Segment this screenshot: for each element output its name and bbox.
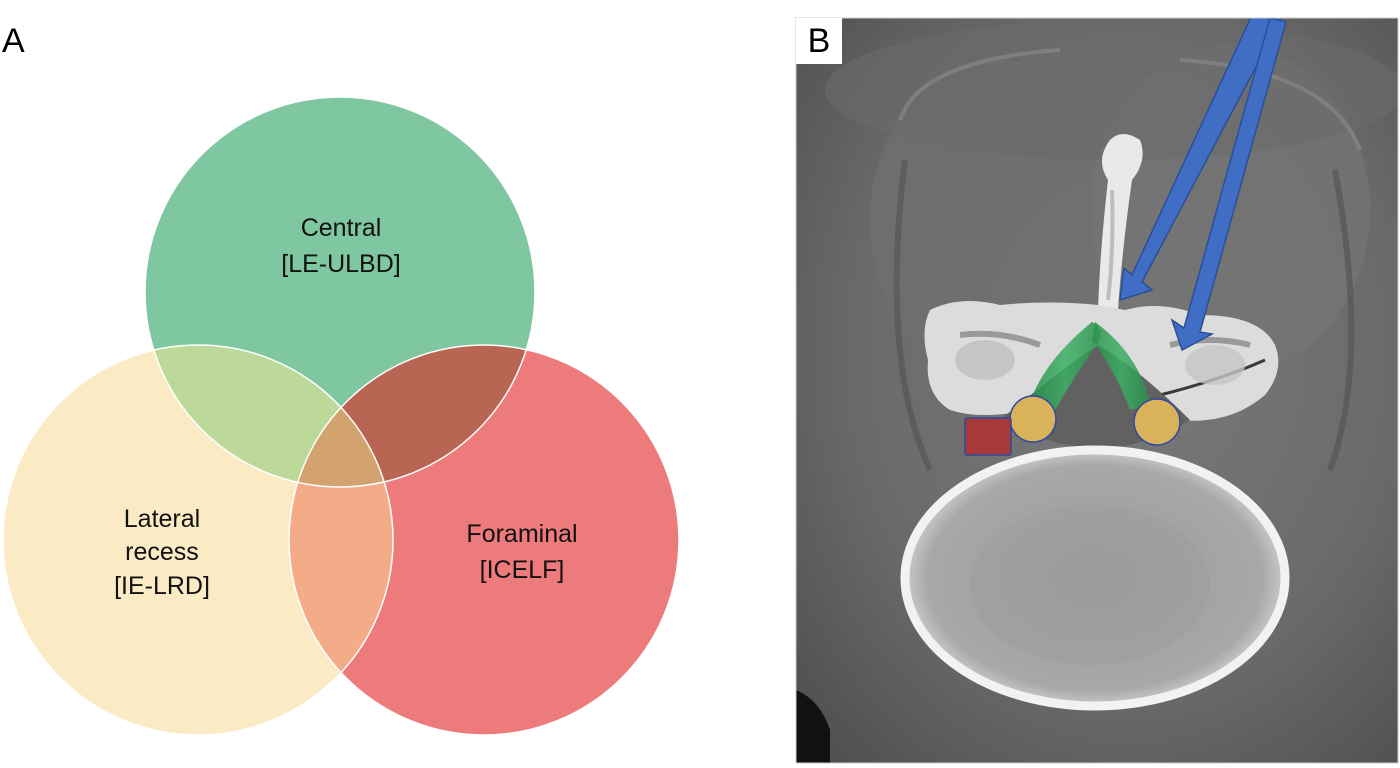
overlap-central-lateral — [145, 345, 393, 487]
panel-a-letter: A — [2, 22, 25, 60]
lateral-code-label: [IE-LRD] — [114, 572, 210, 600]
lateral-label: Lateral — [124, 505, 200, 533]
ligamentum-flavum-left — [1030, 322, 1101, 410]
panel-b-letter-box: B — [796, 18, 842, 64]
central-label: Central — [301, 214, 382, 242]
ligamentum-flavum-right — [1092, 322, 1150, 410]
vertebral-body — [905, 450, 1285, 706]
nerve-root-left — [1009, 395, 1057, 443]
nerve-root-right — [1133, 398, 1181, 446]
overlap-central-foraminal — [289, 345, 535, 487]
ct-axial-image — [796, 18, 1398, 763]
approach-arrow-2 — [1170, 18, 1287, 352]
foraminal-code-label: [ICELF] — [480, 556, 565, 584]
panel-b-letter: B — [807, 22, 831, 60]
foraminal-marker — [964, 417, 1012, 456]
approach-arrow-1 — [1119, 18, 1283, 302]
central-code-label: [LE-ULBD] — [281, 250, 400, 278]
foraminal-label: Foraminal — [466, 520, 577, 548]
lateral-recess-label: recess — [125, 538, 199, 566]
venn-diagram: Central [LE-ULBD] Lateral recess [IE-LRD… — [2, 96, 680, 736]
